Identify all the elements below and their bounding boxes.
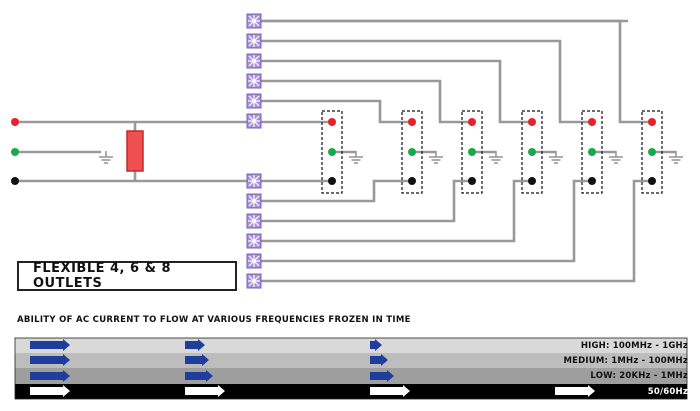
frequency-panel — [14, 337, 688, 400]
outlet-3 — [461, 110, 483, 194]
neutral-wire-3 — [261, 179, 472, 223]
filter-node-icon — [246, 33, 262, 49]
outlet-frame — [461, 110, 483, 194]
neutral-wire-2 — [261, 179, 412, 203]
input-neutral-terminal — [11, 177, 19, 185]
outlet-ground-terminal — [328, 148, 336, 156]
arrow-right-icon — [30, 354, 70, 366]
outlet-frame — [581, 110, 603, 194]
filter-node-icon — [246, 213, 262, 229]
filter-node-icon — [246, 113, 262, 129]
arrow-right-icon — [185, 385, 225, 397]
band-label-medium: MEDIUM: 1MHz - 100MHz — [563, 356, 688, 366]
arrow-right-icon — [555, 385, 595, 397]
outlet-frame — [401, 110, 423, 194]
hot-wire-6 — [261, 19, 652, 124]
outlet-neutral-terminal — [588, 177, 596, 185]
frequency-panel-title: ABILITY OF AC CURRENT TO FLOW AT VARIOUS… — [17, 315, 411, 325]
outlet-ground-terminal — [528, 148, 536, 156]
outlet-1 — [321, 110, 343, 194]
ground-symbol-icon — [669, 151, 683, 164]
outlet-hot-terminal — [528, 118, 536, 126]
outlet-neutral-terminal — [528, 177, 536, 185]
frequency-panel-frame — [14, 337, 688, 400]
outlet-hot-terminal — [328, 118, 336, 126]
frequency-band-1 — [15, 353, 687, 368]
neutral-wire-4 — [261, 179, 532, 243]
ground-symbol-icon — [429, 151, 443, 164]
outlet-ground-terminal — [648, 148, 656, 156]
outlet-frame — [321, 110, 343, 194]
outlet-count-label: FLEXIBLE 4, 6 & 8 OUTLETS — [17, 261, 237, 291]
wiring — [15, 19, 676, 283]
input-hot-terminal — [11, 118, 19, 126]
hot-wire-2 — [261, 99, 412, 124]
outlet-neutral-terminal — [328, 177, 336, 185]
outlet-4 — [521, 110, 543, 194]
ground-symbol-icon — [549, 151, 563, 164]
band-label-low: LOW: 20KHz - 1MHz — [590, 371, 688, 381]
outlet-neutral-terminal — [408, 177, 416, 185]
outlet-ground-terminal — [408, 148, 416, 156]
arrow-right-icon — [370, 370, 394, 382]
band-label-mains: 50/60Hz — [647, 387, 688, 397]
arrow-right-icon — [30, 385, 70, 397]
filter-node-icon — [246, 173, 262, 189]
outlet-hot-terminal — [588, 118, 596, 126]
arrow-right-icon — [370, 354, 388, 366]
arrow-right-icon — [370, 339, 382, 351]
neutral-wire-6 — [261, 179, 652, 283]
input-terminals — [11, 118, 144, 185]
outlet-neutral-terminal — [468, 177, 476, 185]
filter-resistor — [126, 130, 144, 172]
arrow-right-icon — [30, 339, 70, 351]
filter-node-icon — [246, 13, 262, 29]
arrow-right-icon — [185, 339, 205, 351]
ground-symbol-icon — [609, 151, 623, 164]
filter-node-icon — [246, 93, 262, 109]
outlet-hot-terminal — [408, 118, 416, 126]
outlet-hot-terminal — [648, 118, 656, 126]
ground-symbol-icon — [99, 151, 113, 164]
frequency-band-3 — [15, 384, 687, 399]
outlet-neutral-terminal — [648, 177, 656, 185]
outlet-5 — [581, 110, 603, 194]
outlet-2 — [401, 110, 423, 194]
outlet-frame — [641, 110, 663, 194]
hot-wire-5 — [261, 39, 592, 124]
filter-node-icon — [246, 73, 262, 89]
outlet-hot-terminal — [468, 118, 476, 126]
filter-node-icon — [246, 253, 262, 269]
outlet-ground-terminal — [468, 148, 476, 156]
outlet-frame — [521, 110, 543, 194]
outlets — [99, 110, 683, 194]
filter-node-icon — [246, 193, 262, 209]
arrow-right-icon — [185, 354, 209, 366]
neutral-wire-5 — [261, 179, 592, 263]
filter-node-icon — [246, 273, 262, 289]
ground-symbol-icon — [349, 151, 363, 164]
frequency-band-2 — [15, 368, 687, 384]
input-ground-terminal — [11, 148, 19, 156]
ground-symbol-icon — [489, 151, 503, 164]
filter-node-icon — [246, 233, 262, 249]
arrow-right-icon — [30, 370, 70, 382]
outlet-6 — [641, 110, 663, 194]
outlet-ground-terminal — [588, 148, 596, 156]
frequency-band-0 — [15, 338, 687, 353]
filter-nodes — [246, 13, 262, 289]
arrow-right-icon — [370, 385, 410, 397]
arrow-right-icon — [185, 370, 213, 382]
band-label-high: HIGH: 100MHz - 1GHz — [580, 341, 688, 351]
hot-wire-3 — [261, 79, 472, 124]
hot-wire-4 — [261, 59, 532, 124]
filter-node-icon — [246, 53, 262, 69]
